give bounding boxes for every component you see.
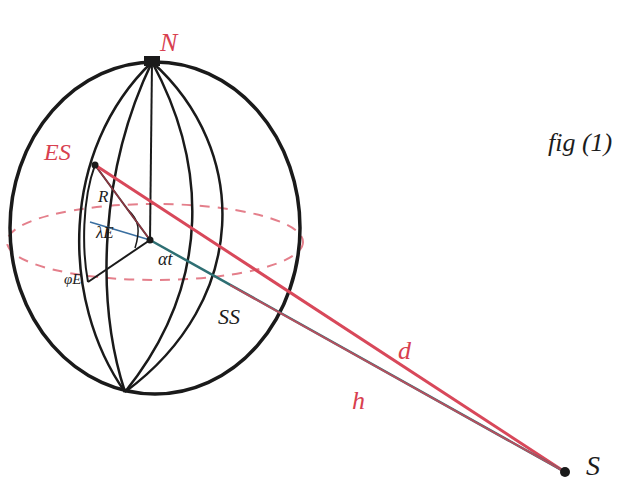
polar-axis — [150, 62, 152, 240]
meridian — [79, 62, 152, 392]
point-label: SS — [218, 306, 240, 328]
angle-leader — [90, 222, 150, 240]
pole-mark — [144, 56, 160, 66]
globe-outline — [10, 62, 300, 394]
distance-label: d — [398, 338, 411, 364]
symbol-label: R — [98, 188, 108, 205]
pole-label: N — [160, 30, 177, 56]
figure-label: fig (1) — [548, 130, 612, 156]
distance-label: h — [352, 388, 365, 414]
centre-point — [147, 237, 154, 244]
nadir-line — [150, 240, 565, 472]
point-label: ES — [44, 140, 71, 164]
equator-radius — [88, 240, 150, 282]
angle-label: αt — [158, 250, 172, 268]
latitude-arc — [84, 165, 95, 282]
angle-label: λE — [96, 224, 114, 241]
radius-line — [95, 165, 150, 240]
angle-label: φE — [64, 272, 81, 287]
satellite-point — [560, 467, 570, 477]
radius-line-red — [95, 165, 150, 240]
altitude-line — [230, 285, 565, 472]
meridian — [125, 62, 192, 392]
satellite-label: S — [586, 452, 600, 480]
earth-station-point — [92, 162, 99, 169]
slant-range-line — [95, 165, 565, 472]
